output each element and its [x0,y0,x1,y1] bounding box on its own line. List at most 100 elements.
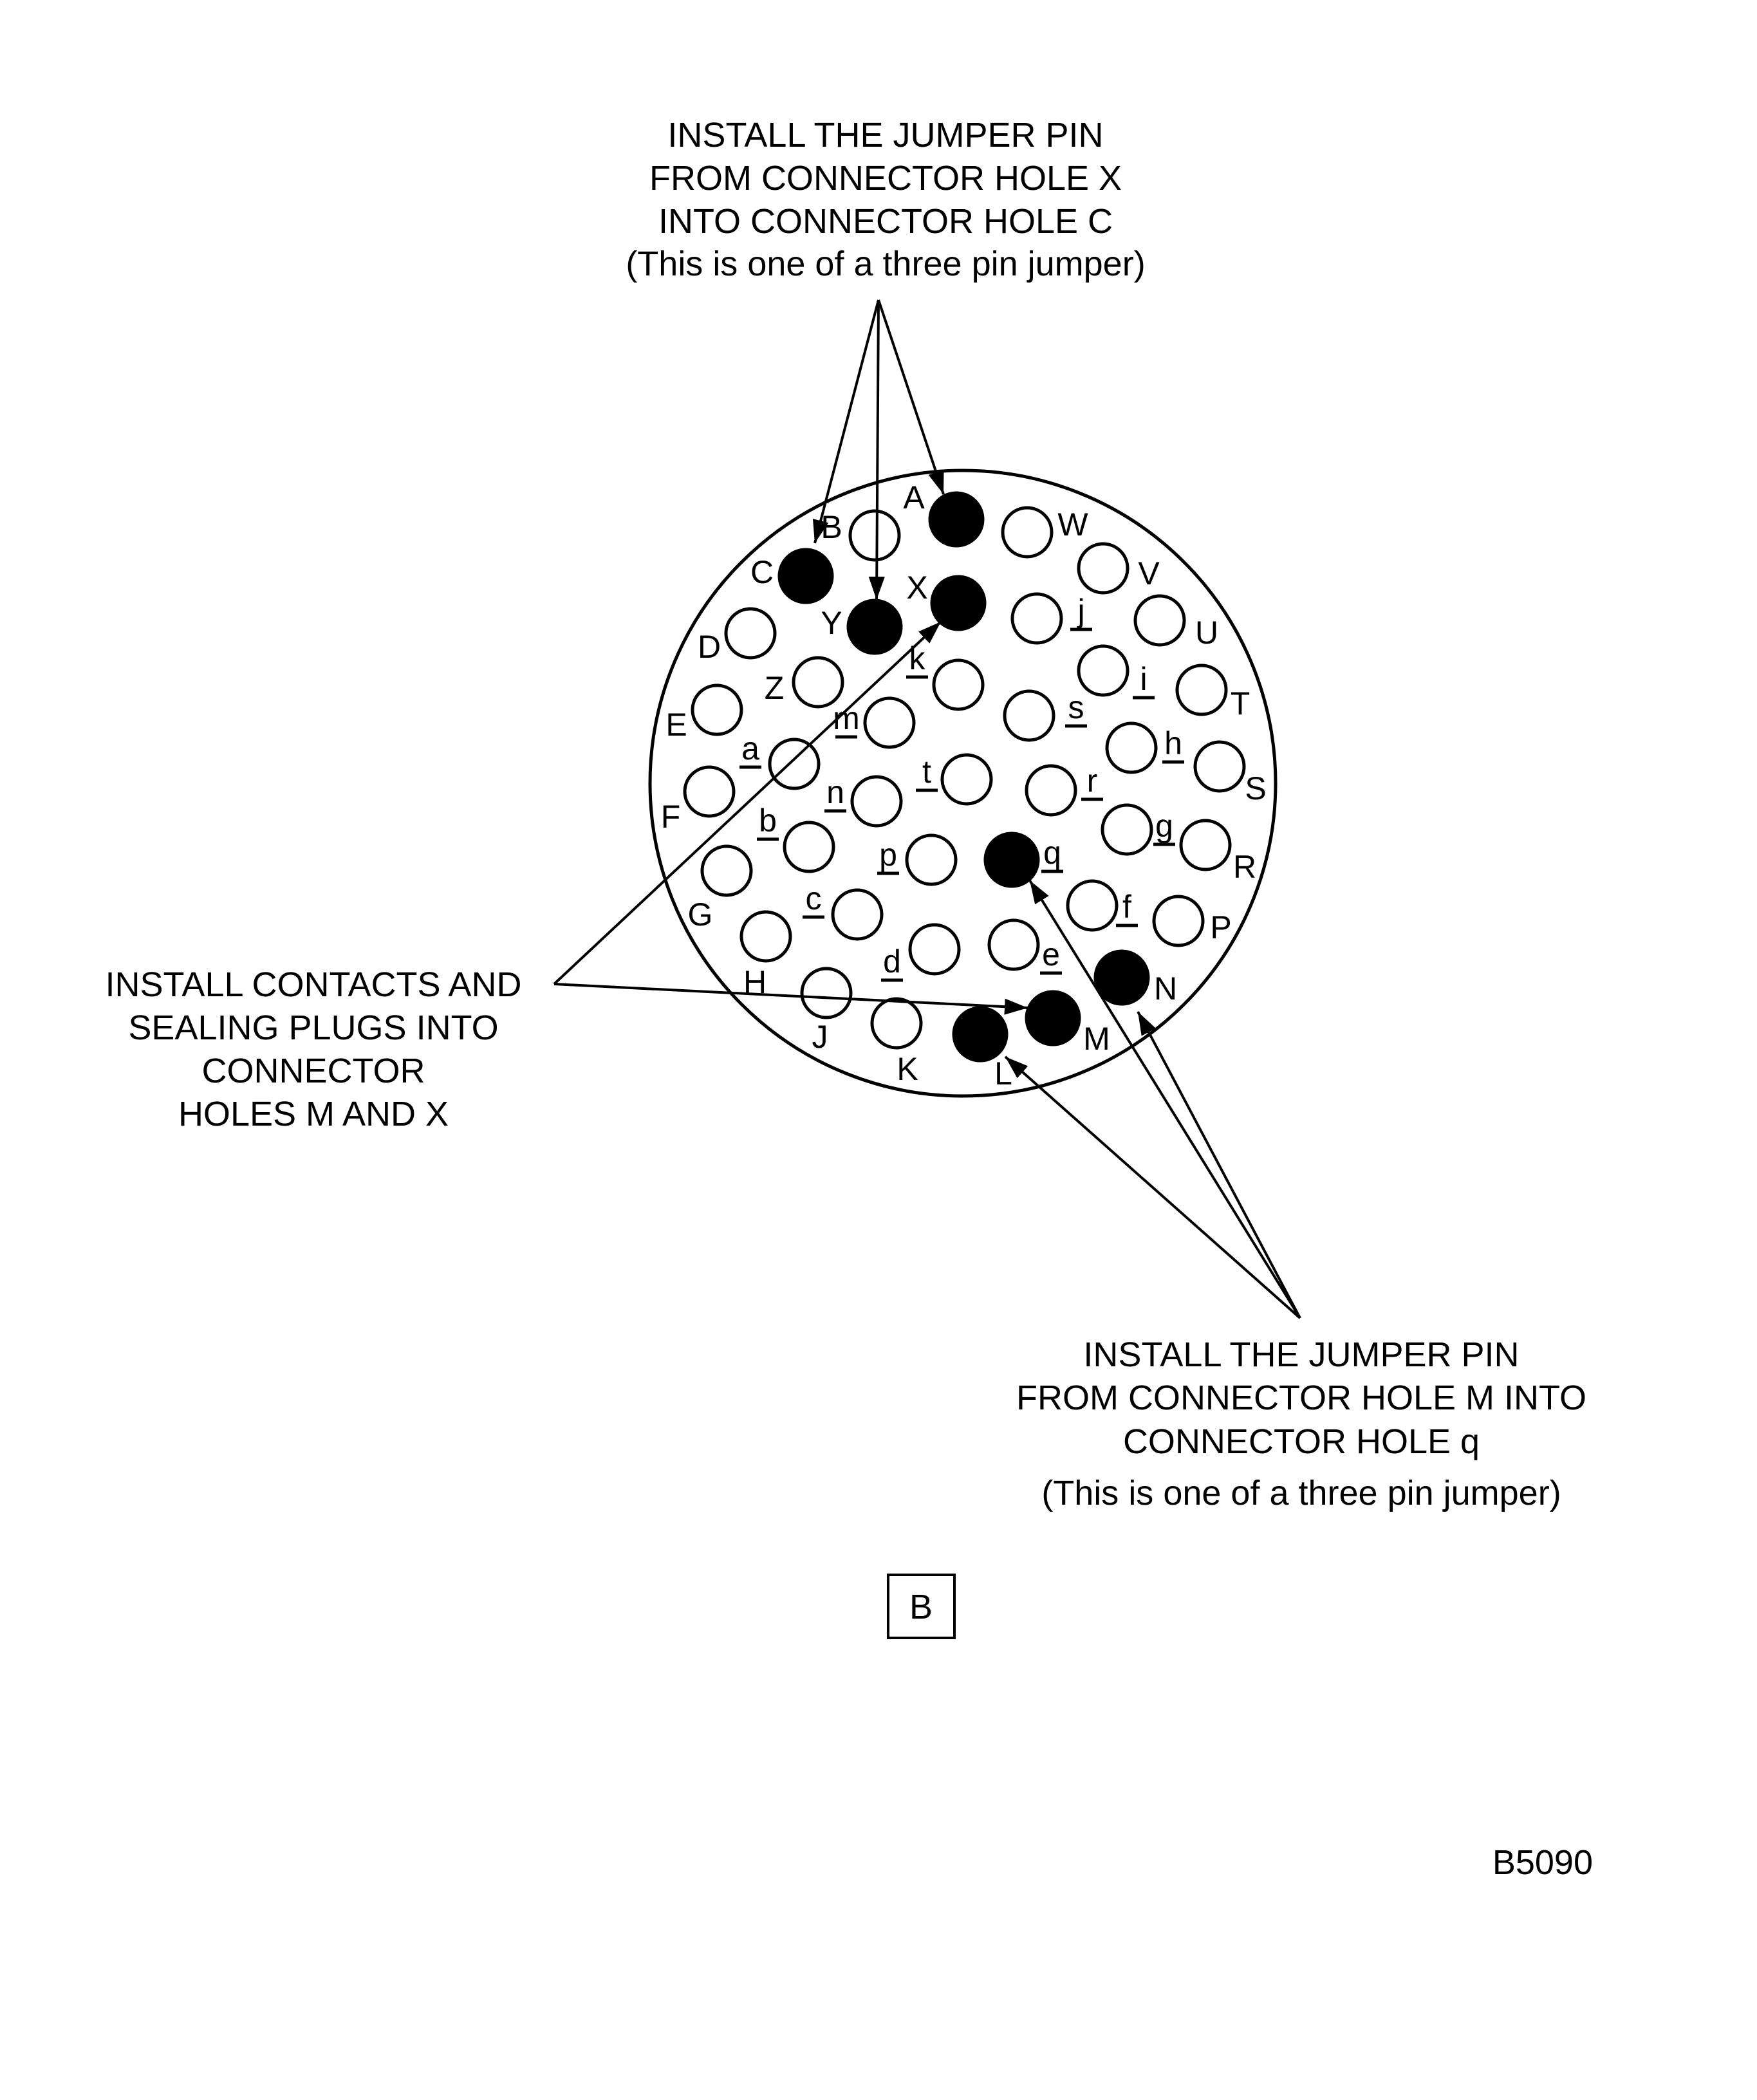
pin-label: C [750,554,774,590]
figure-id: B5090 [1492,1843,1593,1882]
pin-hole-e [987,918,1040,971]
pin-hole-N-filled [1093,949,1150,1006]
pin-label: b [759,803,777,839]
bottom-note-line: CONNECTOR HOLE q [1123,1422,1480,1461]
pin-hole-A-filled [928,491,985,548]
pin-label: Z [765,670,785,706]
pin-hole-F [683,765,736,818]
pin-hole-g [1101,803,1153,856]
pin-hole-k [932,658,985,711]
pin-hole-Y-filled [846,599,903,655]
pin-hole-J [800,967,853,1019]
view-label-box: B [887,1574,956,1639]
pin-hole-P [1152,895,1205,947]
view-label: B [909,1588,933,1626]
pin-label: q [1043,835,1061,871]
pin-hole-f [1066,879,1119,932]
pin-hole-a [768,738,821,790]
pin-hole-b [783,821,835,873]
pin-hole-K [870,997,923,1050]
pin-label: R [1233,849,1256,885]
pin-label: E [665,707,687,743]
pin-label: r [1087,763,1098,799]
pin-label: g [1155,808,1173,844]
left-note-line: INSTALL CONTACTS AND [105,965,521,1004]
pin-label: D [698,629,721,665]
pin-label: Y [821,605,842,641]
arrow-to-y [868,299,885,600]
pin-hole-Z [792,656,844,709]
pin-label: M [1083,1021,1110,1057]
left-note: INSTALL CONTACTS AND SEALING PLUGS INTO … [105,965,521,1133]
pin-label: N [1154,971,1177,1007]
pin-label: c [806,880,822,916]
pin-hole-s [1003,689,1055,742]
pin-hole-j [1010,592,1063,645]
pin-hole-R [1179,819,1232,871]
pin-hole-t [940,753,993,806]
pin-hole-i [1077,644,1130,697]
arrow-to-l [1004,1055,1301,1319]
pin-hole-U [1133,594,1186,647]
pin-label: F [661,799,681,835]
pin-label: A [903,479,925,516]
pin-hole-h [1105,721,1158,774]
pin-label: a [741,730,759,767]
pin-hole-E [691,683,743,736]
pin-label: P [1210,909,1231,945]
top-note-line: INTO CONNECTOR HOLE C [658,202,1113,241]
arrow-to-n [1137,1011,1301,1319]
pin-label: t [922,754,931,790]
pin-hole-D [724,607,777,660]
pin-label: G [688,897,713,933]
pin-label: f [1122,889,1131,925]
pin-label: X [906,570,927,606]
leader-arrows [553,299,1301,1319]
pin-label: s [1068,689,1084,725]
pin-hole-d [908,923,961,976]
top-note-line: INSTALL THE JUMPER PIN [667,116,1103,154]
pin-label: h [1164,725,1182,761]
pin-hole-q-filled [983,832,1040,888]
pin-label: e [1042,936,1060,972]
pin-hole-H [739,910,792,963]
top-note: INSTALL THE JUMPER PIN FROM CONNECTOR HO… [626,116,1145,283]
pin-label: S [1245,770,1266,806]
pin-label: U [1195,615,1218,651]
pin-label: i [1140,661,1147,697]
connector-shell [648,469,1278,1098]
bottom-note-line: INSTALL THE JUMPER PIN [1083,1335,1519,1374]
pin-label: V [1138,555,1160,591]
pin-hole-V [1077,542,1130,595]
arrow-to-x [553,620,942,985]
pin-hole-X-filled [930,575,987,631]
pin-label: W [1057,506,1088,543]
pin-label: n [826,774,844,810]
left-note-line: HOLES M AND X [178,1095,449,1133]
pin-hole-C-filled [777,548,834,604]
pin-hole-M-filled [1025,990,1081,1046]
pin-label: p [879,837,897,873]
top-note-line: FROM CONNECTOR HOLE X [649,159,1122,198]
pin-label: K [897,1051,918,1087]
top-note-line: (This is one of a three pin jumper) [626,245,1145,283]
arrow-to-q [1028,879,1301,1319]
arrow-to-c [812,299,880,544]
pin-label: d [883,943,901,980]
pin-label: k [909,640,926,676]
pin-hole-m [863,696,916,749]
pin-hole-c [831,888,884,941]
pin-label: B [821,509,842,545]
pin-hole-S [1193,740,1246,793]
pin-hole-W [1001,506,1054,559]
pin-hole-G [700,844,753,897]
pin-label: j [1076,593,1084,629]
pin-hole-T [1175,664,1228,716]
left-note-line: CONNECTOR [201,1052,425,1090]
arrow-to-a [877,299,945,495]
pin-label: T [1231,685,1250,721]
pin-label: J [812,1019,828,1055]
pin-hole-n [850,775,903,828]
